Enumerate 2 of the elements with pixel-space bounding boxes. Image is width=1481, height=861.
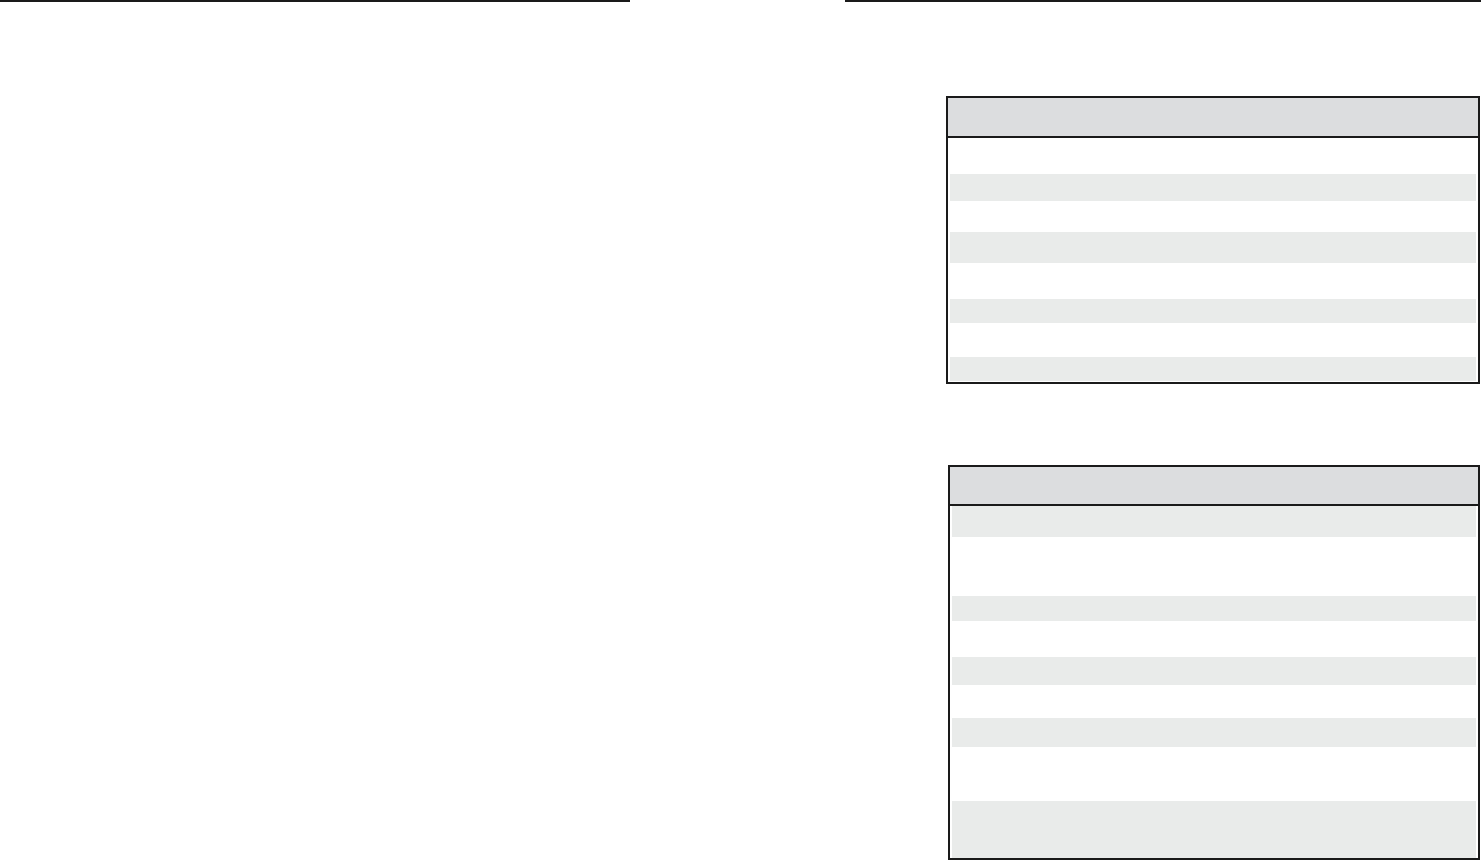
- empty-table: [948, 465, 1480, 860]
- empty-table: [946, 96, 1480, 384]
